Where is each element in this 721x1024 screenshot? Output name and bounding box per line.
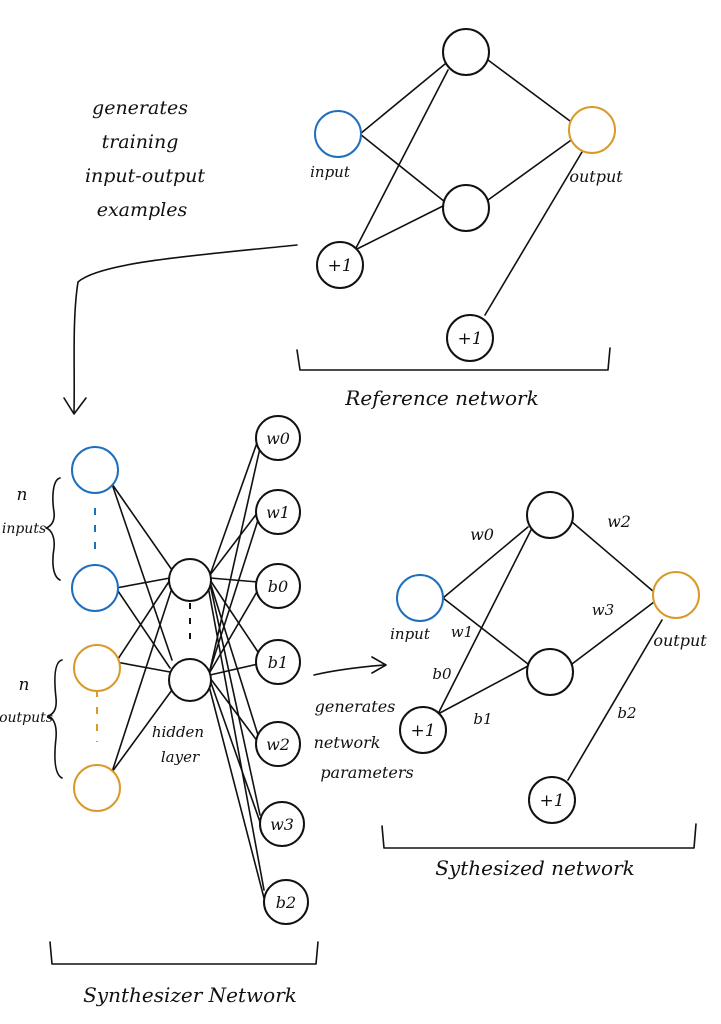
n-inputs-count: n	[17, 485, 28, 505]
synthesized-edges	[437, 521, 663, 781]
edge-label-w3: w3	[592, 601, 614, 619]
reference-output-label: output	[569, 167, 623, 186]
params-note-line-2: network	[314, 733, 381, 752]
synthesized-hidden-node-1	[526, 491, 574, 539]
edge-label-b2: b2	[617, 704, 636, 722]
param-node-b2	[263, 879, 309, 925]
synthesizer-network: w0 w1 b0 b1 w2 w3 b2 n inputs n outputs …	[0, 415, 319, 1007]
param-node-w0	[255, 415, 301, 461]
synthesized-bias-node-b	[528, 776, 576, 824]
reference-note-line-2: training	[102, 131, 179, 153]
hidden-layer-line-1: hidden	[152, 723, 204, 741]
synthesizer-input-node-n	[71, 564, 119, 612]
param-label-b2: b2	[276, 893, 296, 912]
edge-label-w1: w1	[451, 623, 473, 641]
n-outputs-word: outputs	[0, 710, 53, 726]
reference-bias-label-b: +1	[457, 329, 482, 349]
synthesizer-caption: Synthesizer Network	[83, 983, 297, 1007]
inputs-brace	[45, 477, 61, 581]
reference-note-line-4: examples	[97, 199, 188, 221]
synthesizer-param-labels: w0 w1 b0 b1 w2 w3 b2	[266, 429, 296, 912]
reference-bias-node-a	[316, 241, 364, 289]
synthesized-output-label: output	[653, 631, 707, 650]
reference-network: +1 +1 input output Reference network	[296, 28, 623, 410]
edge-label-b0: b0	[432, 665, 452, 683]
synthesizer-output-node-1	[73, 644, 121, 692]
reference-bracket	[296, 347, 611, 371]
edge-label-w0: w0	[470, 525, 494, 544]
n-inputs-word: inputs	[2, 521, 46, 537]
reference-input-node	[314, 110, 362, 158]
n-outputs-count: n	[19, 675, 30, 695]
synthesized-hidden-node-2	[526, 648, 574, 696]
param-label-w1: w1	[266, 503, 290, 522]
reference-edges	[354, 59, 583, 316]
synthesized-bias-label-b: +1	[539, 791, 564, 811]
outputs-brace	[47, 659, 63, 779]
param-label-w3: w3	[270, 815, 294, 834]
synthesized-bias-label-a: +1	[410, 721, 435, 741]
param-label-w2: w2	[266, 735, 290, 754]
param-label-b0: b0	[268, 577, 288, 596]
param-node-b0	[255, 563, 301, 609]
synthesized-caption: Sythesized network	[435, 856, 635, 880]
param-label-w0: w0	[266, 429, 290, 448]
reference-to-synthesizer-arrow	[63, 244, 298, 415]
synthesized-network: +1 +1 input output w0 w1 w2 w3 b0 b1 b2 …	[381, 491, 707, 880]
synthesizer-hidden-node-2	[168, 658, 212, 702]
synthesizer-input-node-1	[71, 446, 119, 494]
params-note-line-1: generates	[315, 697, 396, 716]
reference-bias-label-a: +1	[327, 256, 352, 276]
param-node-w3	[259, 801, 305, 847]
hidden-layer-line-2: layer	[161, 748, 200, 766]
synthesized-input-node	[396, 574, 444, 622]
params-note-line-3: parameters	[320, 763, 413, 782]
param-node-w1	[255, 489, 301, 535]
param-node-b1	[255, 639, 301, 685]
param-node-w2	[255, 721, 301, 767]
synthesized-bias-node-a	[399, 706, 447, 754]
synthesizer-bracket	[49, 941, 319, 965]
edge-label-b1: b1	[473, 710, 492, 728]
reference-note-line-3: input-output	[85, 165, 205, 187]
param-label-b1: b1	[268, 653, 288, 672]
reference-caption: Reference network	[344, 386, 538, 410]
reference-note-line-1: generates	[92, 97, 188, 119]
synthesizer-output-node-n	[73, 764, 121, 812]
reference-hidden-node-2	[442, 184, 490, 232]
reference-hidden-node-1	[442, 28, 490, 76]
synthesizer-param-nodes	[255, 415, 309, 925]
reference-output-node	[568, 106, 616, 154]
reference-input-label: input	[310, 163, 351, 181]
synthesizer-hidden-node-1	[168, 558, 212, 602]
synthesized-output-node	[652, 571, 700, 619]
reference-note: generates training input-output examples	[85, 97, 205, 221]
synthesizer-edges	[111, 439, 265, 899]
synthesized-input-label: input	[390, 625, 431, 643]
reference-bias-node-b	[446, 314, 494, 362]
edge-label-w2: w2	[607, 512, 631, 531]
synthesizer-to-synthesized-arrow: generates network parameters	[313, 656, 414, 782]
synthesized-bracket	[381, 823, 697, 849]
